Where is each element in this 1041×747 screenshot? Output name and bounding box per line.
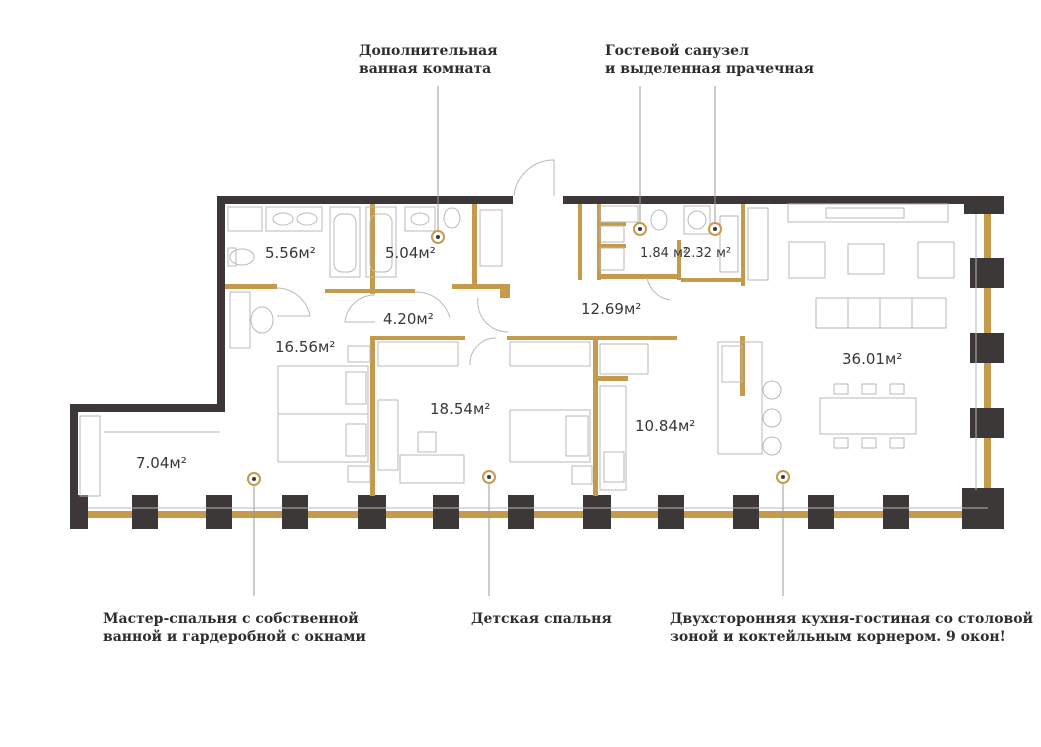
marker-dots [247,222,790,486]
callout-line: Двухсторонняя кухня-гостиная со столовой [670,611,1033,627]
callout-line: Детская спальня [471,611,612,627]
area-hall: 12.69м² [581,300,642,318]
area-kitchen: 10.84м² [635,417,696,435]
callout-master: Мастер-спальня с собственной ванной и га… [103,610,366,646]
area-extra-bath: 5.04м² [385,244,436,262]
area-corridor: 4.20м² [383,310,434,328]
marker-laundry [708,222,722,236]
marker-master [247,472,261,486]
callout-line: Мастер-спальня с собственной [103,611,359,627]
doors [276,159,671,366]
marker-guest-wc [633,222,647,236]
area-guest-wc: 1.84 м² [640,246,689,261]
area-living: 36.01м² [842,350,903,368]
area-wardrobe: 7.04м² [136,454,187,472]
marker-kids [482,470,496,484]
callout-extra-bathroom: Дополнительная ванная комната [359,42,498,78]
callout-line: ванная комната [359,61,492,77]
callout-line: ванной и гардеробной с окнами [103,629,366,645]
area-laundry: 2.32 м² [683,246,732,261]
callout-guest-wc: Гостевой санузел и выделенная прачечная [605,42,814,78]
marker-kitchen [776,470,790,484]
leader-lines [253,86,784,596]
callout-line: и выделенная прачечная [605,61,814,77]
area-master-bath: 5.56м² [265,244,316,262]
callout-line: Дополнительная [359,43,498,59]
area-kids-bedroom: 18.54м² [430,400,491,418]
outer-walls [70,196,1004,496]
callout-line: зоной и коктейльным корнером. 9 окон! [670,629,1006,645]
callout-kitchen: Двухсторонняя кухня-гостиная со столовой… [670,610,1033,646]
callout-line: Гостевой санузел [605,43,749,59]
marker-extra-bath [431,230,445,244]
callout-kids: Детская спальня [471,610,612,628]
facade-piers [70,258,1004,529]
area-master-bedroom: 16.56м² [275,338,336,356]
furniture [79,203,988,509]
